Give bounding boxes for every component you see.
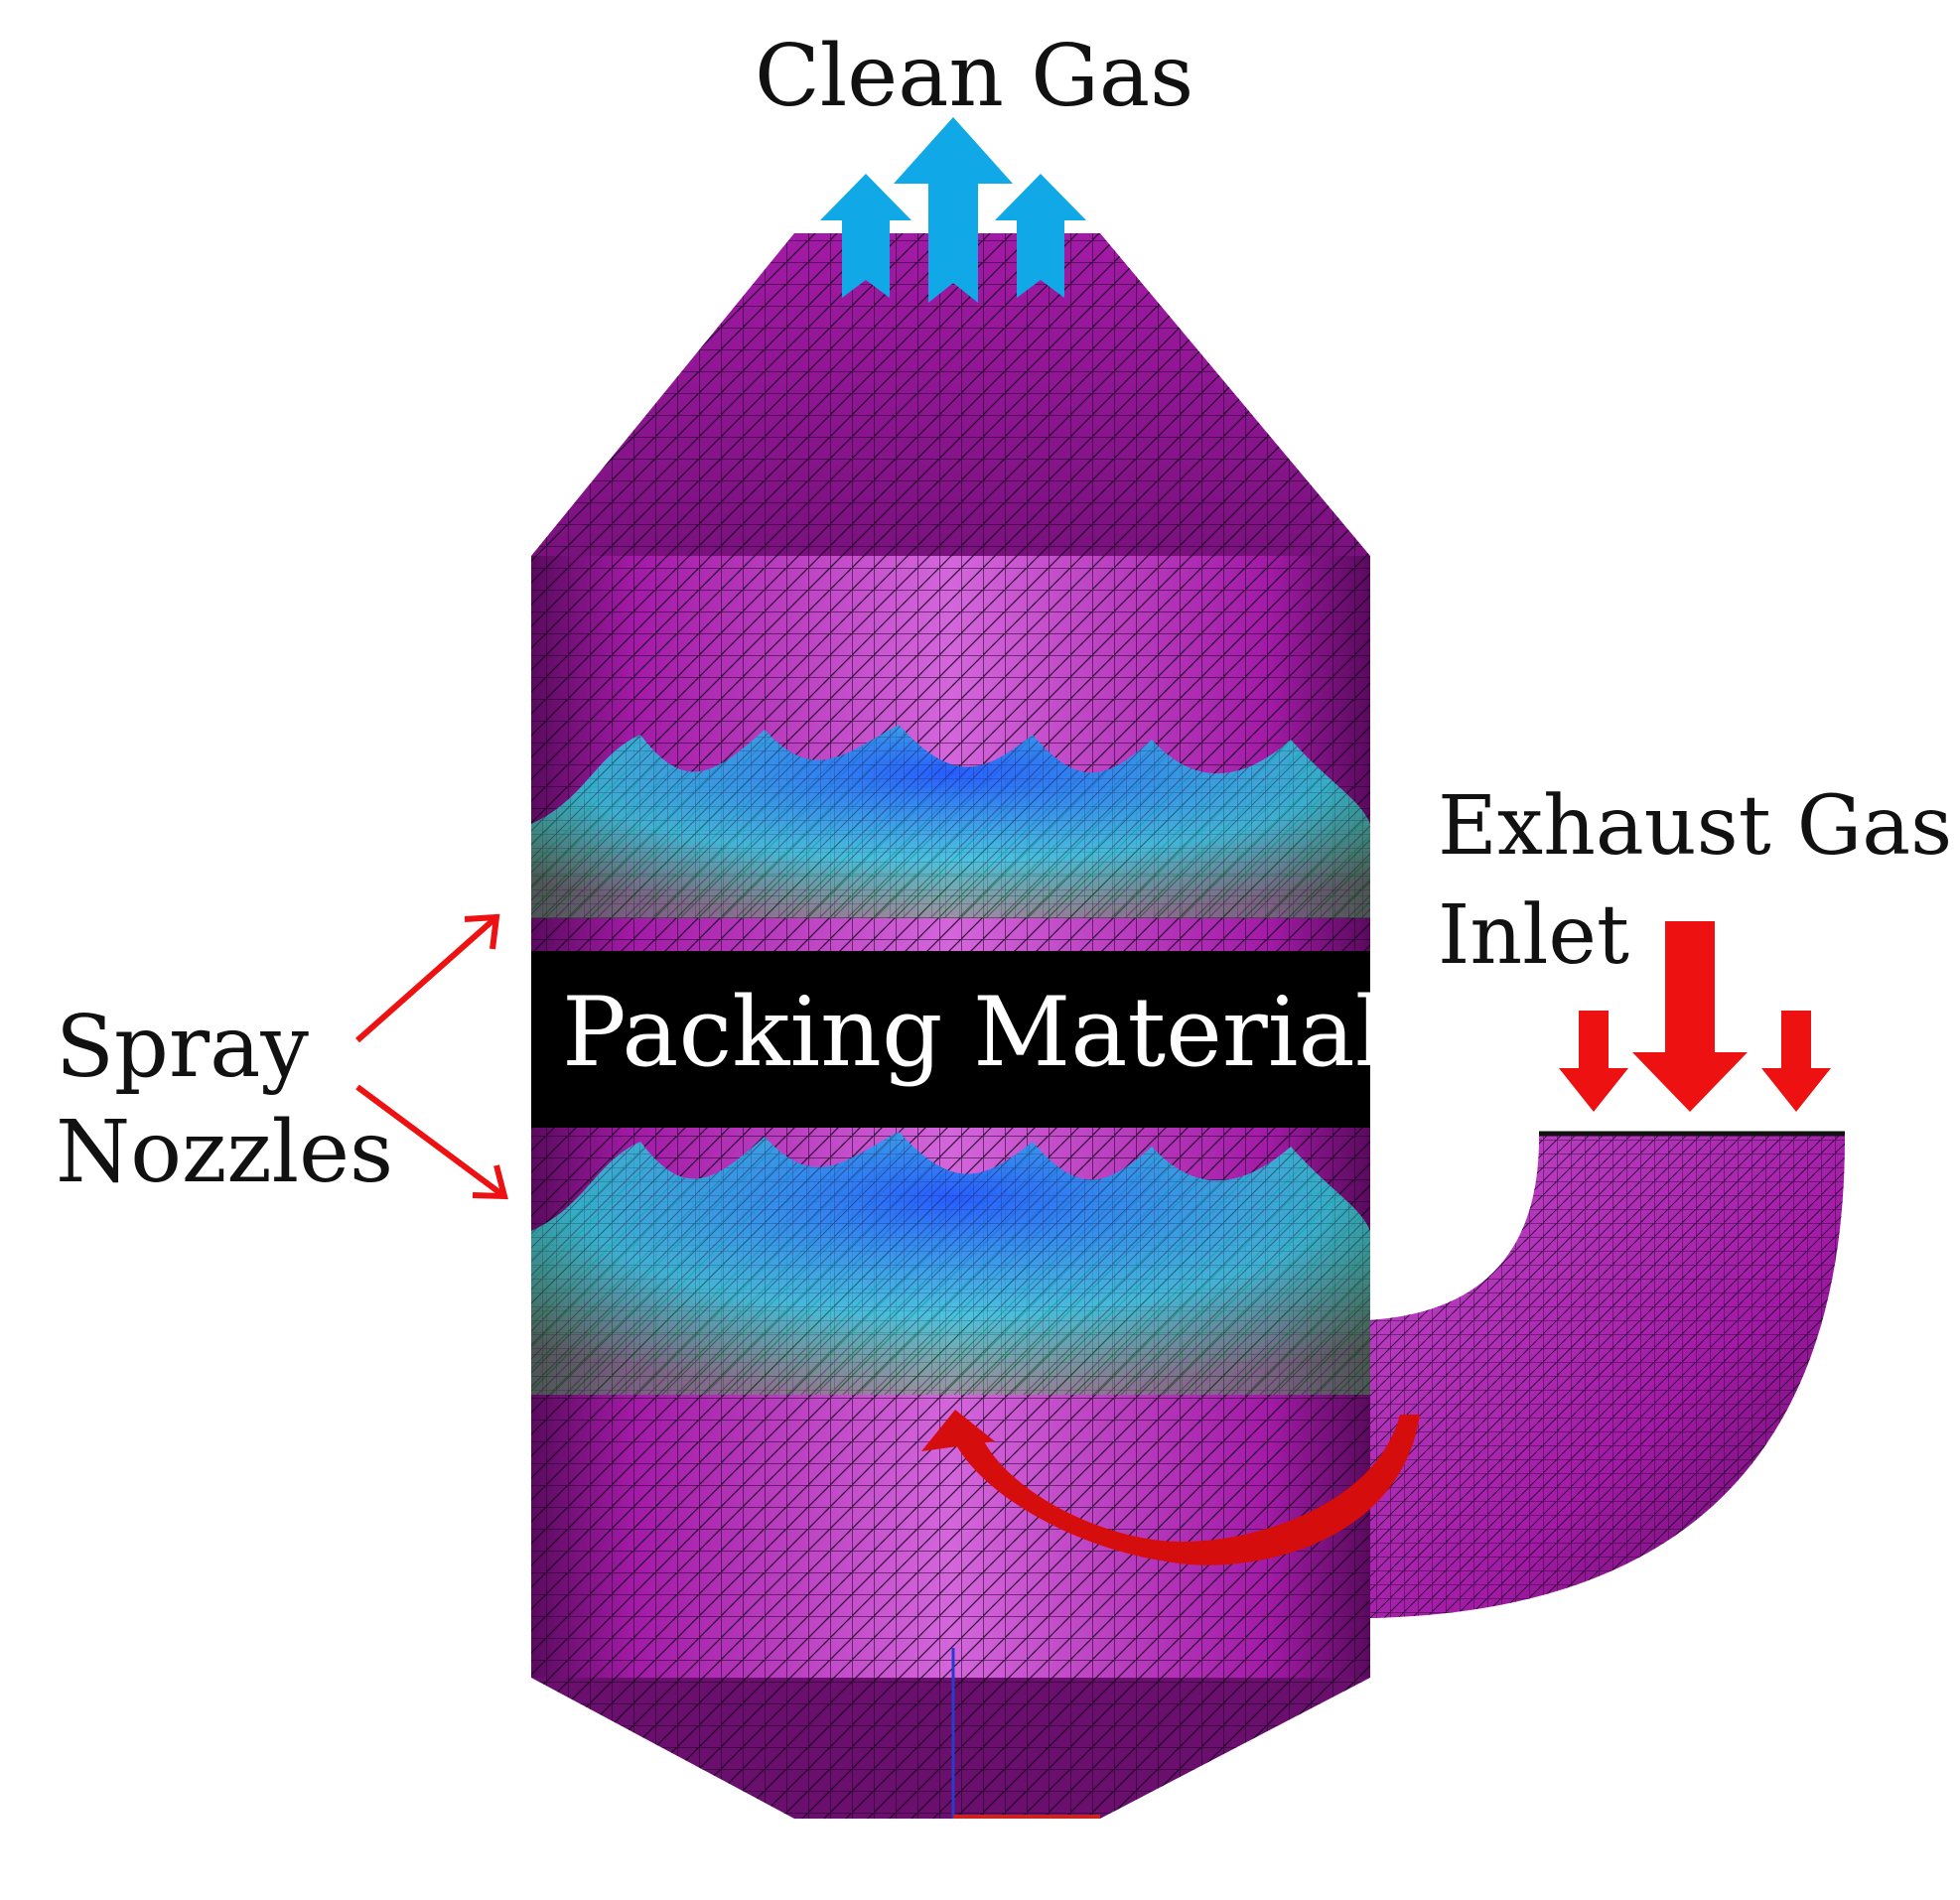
spray-label: Spray [56, 998, 309, 1097]
up-arrow-icon [995, 174, 1086, 298]
exhaust-gas-label: Exhaust Gas [1438, 779, 1953, 874]
gas-flow-arrow [921, 1410, 1420, 1565]
arrow-icon [355, 914, 498, 1043]
upper-spray-zone [531, 725, 1370, 918]
nozzles-label: Nozzles [56, 1103, 394, 1202]
spray-nozzle-pointers [355, 913, 508, 1200]
down-arrow-icon [1559, 1011, 1628, 1112]
inlet-label: Inlet [1438, 888, 1629, 983]
inlet-elbow-pipe [1366, 1131, 1846, 1618]
down-arrow-icon [1761, 1011, 1831, 1112]
up-arrow-icon [894, 117, 1013, 303]
down-arrow-icon [1632, 921, 1748, 1112]
curved-arrow-icon [953, 1415, 1420, 1565]
packing-materials-band [531, 951, 1370, 1128]
lower-spray-zone [531, 1132, 1370, 1395]
packing-materials-label: Packing Materials [562, 977, 1435, 1088]
exhaust-gas-arrows [1559, 921, 1831, 1112]
clean-gas-label: Clean Gas [755, 27, 1194, 126]
clean-gas-arrows [820, 117, 1086, 303]
up-arrow-icon [820, 174, 911, 298]
arrow-icon [355, 1084, 506, 1199]
